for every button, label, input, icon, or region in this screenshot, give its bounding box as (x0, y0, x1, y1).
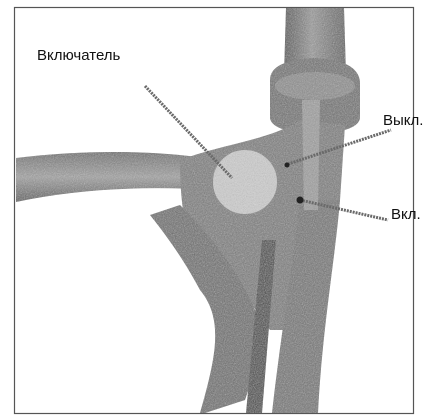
switch-label: Включатель (37, 47, 121, 64)
off-label: Выкл. (383, 112, 423, 129)
on-point (297, 197, 304, 204)
collar-top (275, 72, 355, 100)
off-point (285, 163, 290, 168)
on-label: Вкл. (391, 206, 421, 223)
